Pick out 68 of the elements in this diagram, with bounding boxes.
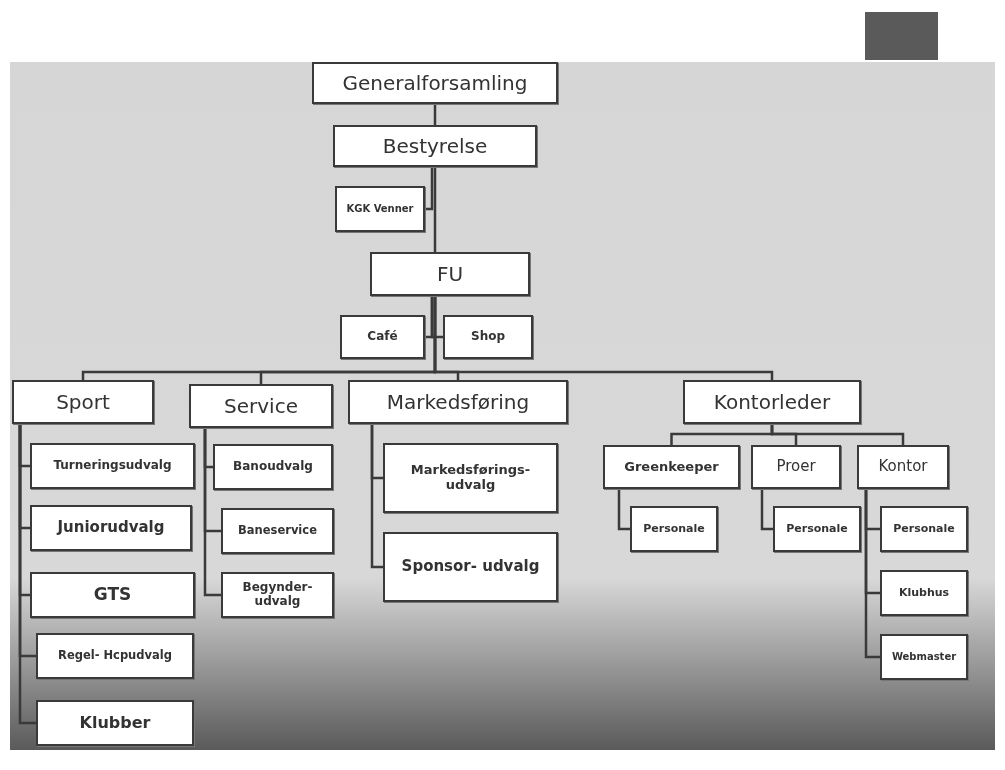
org-box — [857, 445, 949, 489]
box-label: Personale — [893, 522, 955, 536]
connector-line — [433, 296, 774, 380]
connector-line — [18, 424, 36, 725]
org-box — [36, 633, 194, 679]
connector-line — [370, 424, 383, 569]
connector-line — [425, 167, 434, 211]
box-label: Café — [367, 330, 398, 344]
connector-line — [433, 167, 437, 252]
connector-line — [617, 489, 630, 531]
box-label: GTS — [93, 585, 132, 605]
org-box — [30, 572, 195, 618]
org-box — [189, 384, 333, 428]
box-label: Greenkeeper — [624, 459, 719, 475]
org-box — [312, 62, 558, 104]
box-label: Shop — [471, 330, 505, 344]
org-box — [30, 443, 195, 489]
box-label: Banoudvalg — [233, 460, 313, 474]
box-label: Service — [224, 394, 298, 418]
box-label: Personale — [643, 522, 705, 536]
box-label: Bestyrelse — [382, 134, 488, 158]
org-box — [335, 186, 425, 232]
org-box — [221, 508, 334, 554]
org-box — [333, 125, 537, 167]
org-box — [773, 506, 861, 552]
org-box — [751, 445, 841, 489]
org-box — [383, 532, 558, 602]
org-box — [12, 380, 154, 424]
box-label: Baneservice — [238, 524, 317, 538]
org-box — [443, 315, 533, 359]
connector-line — [430, 296, 443, 339]
org-box — [603, 445, 740, 489]
box-label: KGK Venner — [346, 203, 414, 215]
box-label: Regel- Hcpudvalg — [58, 649, 172, 663]
box-label: Proer — [776, 458, 816, 476]
connector-line — [203, 428, 221, 597]
box-label: Markedsføring — [386, 390, 530, 414]
org-box — [36, 700, 194, 746]
org-box — [370, 252, 530, 296]
org-box — [383, 443, 558, 513]
box-label: Begynder- udvalg — [241, 581, 314, 609]
org-box — [880, 634, 968, 680]
box-label: Kontor — [878, 458, 928, 476]
org-box — [213, 444, 333, 490]
org-box — [630, 506, 718, 552]
connector-line — [864, 489, 880, 659]
box-label: Klubber — [79, 713, 151, 733]
box-label: Turneringsudvalg — [53, 459, 172, 473]
box-label: Sport — [56, 390, 110, 414]
org-box — [880, 570, 968, 616]
org-box — [340, 315, 425, 359]
box-label: FU — [436, 262, 464, 286]
box-label: Klubhus — [898, 586, 950, 600]
box-label: Personale — [786, 522, 848, 536]
connector-line — [433, 104, 437, 125]
org-box — [221, 572, 334, 618]
box-label: Kontorleder — [713, 390, 831, 414]
org-box — [348, 380, 568, 424]
box-label: Generalforsamling — [342, 71, 528, 95]
box-label: Webmaster — [891, 651, 957, 663]
org-box — [30, 505, 192, 551]
box-label: Sponsor- udvalg — [401, 558, 540, 576]
connector-line — [760, 489, 773, 531]
box-label: Markedsførings- udvalg — [409, 463, 532, 493]
org-box — [880, 506, 968, 552]
org-box — [683, 380, 861, 424]
connector-line — [770, 424, 905, 445]
box-label: Juniorudvalg — [57, 519, 165, 537]
